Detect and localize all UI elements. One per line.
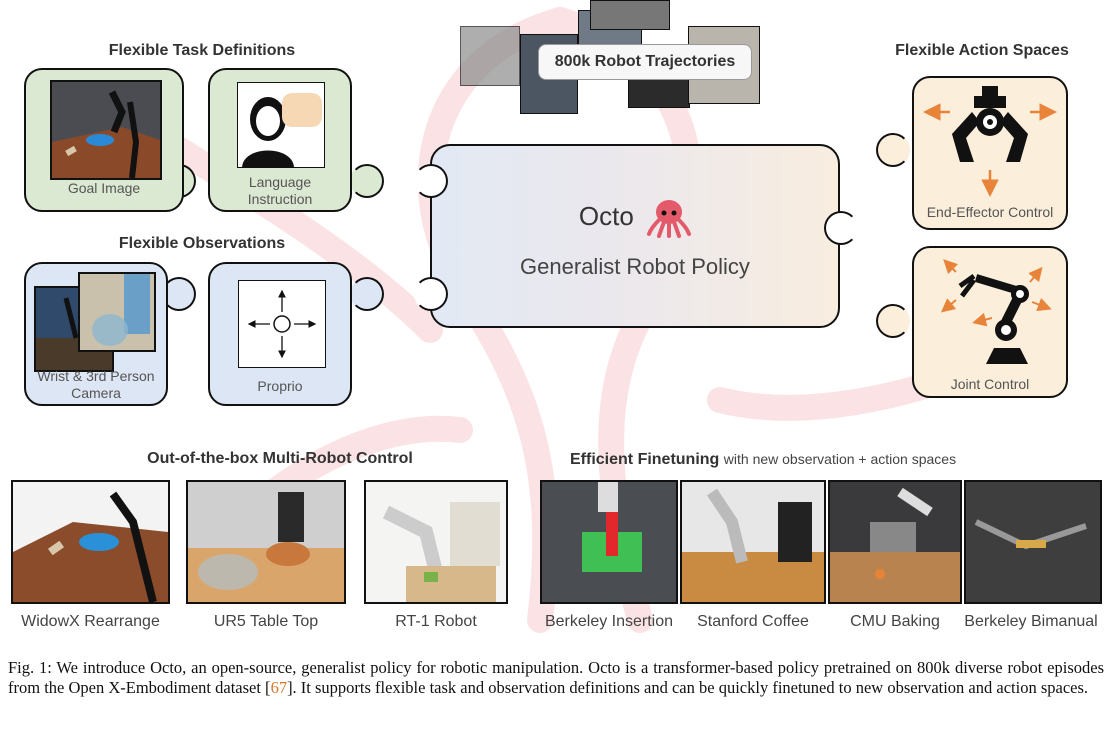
cmu-baking-photo [828,480,962,604]
robot-arm-icon [940,259,1052,364]
language-card: Language Instruction [208,68,352,212]
octo-policy-card: Octo Generalist Robot Policy [430,144,840,328]
rt1-photo [364,480,508,604]
puzzle-notch [414,277,448,311]
citation-link[interactable]: 67 [270,678,288,697]
finetune-label: CMU Baking [850,613,940,630]
caption-prefix: Fig. 1: We introduce Octo, an open-sourc… [8,658,1104,697]
joint-control-card: Joint Control [912,246,1068,398]
finetuning-subtext: with new observation + action spaces [723,451,957,467]
language-label-line1: Language [248,174,312,190]
wrist-camera-card: Wrist & 3rd Person Camera [24,262,168,406]
section-title-multi-robot: Out-of-the-box Multi-Robot Control [147,450,413,467]
puzzle-tab [876,133,910,167]
octo-subtitle: Generalist Robot Policy [520,254,750,279]
puzzle-tab [350,164,384,198]
puzzle-notch [824,211,858,245]
berkeley-bimanual-photo [964,480,1102,604]
direction-arrows-icon [247,289,317,359]
puzzle-tab [350,277,384,311]
gripper-icon [923,86,1057,197]
goal-image-illustration [52,82,160,178]
section-title-finetuning: Efficient Finetuning with new observatio… [570,451,956,469]
finetune-label: Berkeley Insertion [544,613,674,630]
caption-suffix: ]. It supports flexible task and observa… [287,678,1089,697]
proprio-label: Proprio [257,378,303,394]
finetune-label: Berkeley Bimanual [964,613,1098,630]
trajectories-label: 800k Robot Trajectories [538,44,752,80]
finetuning-bold-text: Efficient Finetuning [570,451,720,468]
robot-label: RT-1 Robot [395,613,477,630]
end-effector-card: End-Effector Control [912,76,1068,230]
end-effector-label: End-Effector Control [926,204,1054,220]
goal-image-photo [50,80,162,180]
puzzle-tab [876,304,910,338]
section-title-observations: Flexible Observations [118,235,286,252]
trajectory-thumb [460,26,520,86]
figure-caption: Fig. 1: We introduce Octo, an open-sourc… [8,658,1104,698]
ur5-photo [186,480,346,604]
wrist-camera-label-line2: Camera [71,385,121,401]
stanford-coffee-photo [680,480,826,604]
octo-title-row: Octo [432,198,838,238]
wrist-camera-label-line1: Wrist & 3rd Person [37,368,155,384]
language-label-line2: Instruction [247,191,313,207]
puzzle-notch [414,164,448,198]
trajectory-collage: 800k Robot Trajectories [450,0,780,122]
berkeley-insertion-photo [540,480,678,604]
goal-image-label: Goal Image [67,180,141,196]
octopus-icon [647,200,692,238]
robot-label: UR5 Table Top [213,613,319,630]
proprio-card: Proprio [208,262,352,406]
widowx-photo [11,480,170,604]
section-title-task: Flexible Task Definitions [108,42,296,59]
robot-label: WidowX Rearrange [21,613,160,630]
person-speech-icon [237,82,325,168]
joint-control-label: Joint Control [950,376,1030,392]
section-title-action: Flexible Action Spaces [895,42,1069,59]
octo-name: Octo [578,200,634,231]
proprio-diagram [238,280,326,368]
wrist-camera-photo [78,272,156,352]
goal-image-card: Goal Image [24,68,184,212]
finetune-label: Stanford Coffee [697,613,809,630]
trajectory-thumb [590,0,670,30]
